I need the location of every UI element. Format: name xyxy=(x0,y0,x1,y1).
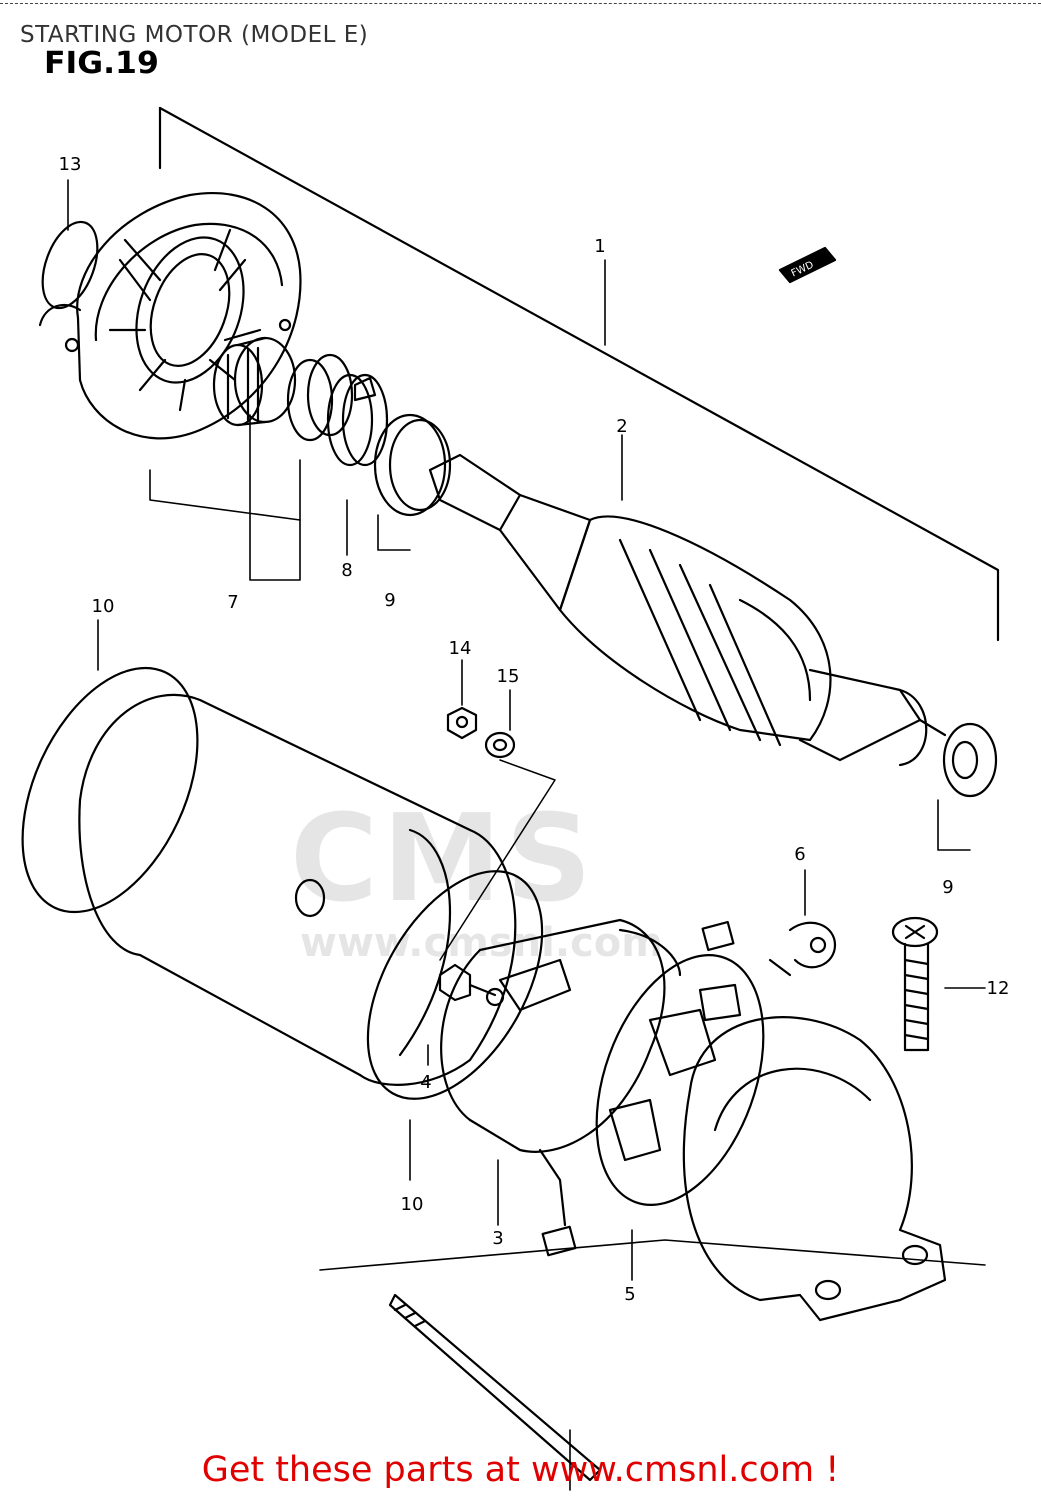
callout-2: 2 xyxy=(616,416,627,437)
washer-15 xyxy=(484,731,516,759)
motor-yoke xyxy=(78,693,517,1086)
callout-7: 7 xyxy=(227,592,238,613)
brush-holder-3 xyxy=(440,918,735,1257)
figure-number: FIG.19 xyxy=(44,46,159,81)
top-dashed-border xyxy=(0,3,1041,4)
through-bolt xyxy=(388,1293,602,1482)
o-ring-13 xyxy=(41,220,99,310)
callout-6: 6 xyxy=(794,844,805,865)
brush-spring-6 xyxy=(768,921,837,977)
shim-8 xyxy=(326,373,389,467)
callout-3: 3 xyxy=(492,1228,503,1249)
callout-labels: 1 2 3 4 5 6 7 8 9 9 10 10 12 13 14 15 xyxy=(59,154,1010,1305)
armature-assembly-bracket xyxy=(158,106,1000,642)
page-title: STARTING MOTOR (MODEL E) xyxy=(20,22,369,48)
bottom-bracket-line xyxy=(319,1239,986,1271)
callout-10-right: 10 xyxy=(401,1194,424,1215)
washer-9-rear xyxy=(942,722,998,798)
callout-4: 4 xyxy=(420,1072,431,1093)
callout-1: 1 xyxy=(594,236,605,257)
front-end-cover xyxy=(38,192,302,440)
callout-leaders xyxy=(67,179,986,1281)
watermark-url: www.cmsnl.com xyxy=(300,920,663,966)
callout-14: 14 xyxy=(449,638,472,659)
o-ring-10-left xyxy=(21,666,199,914)
callout-15: 15 xyxy=(497,666,520,687)
fwd-arrow-icon: FWD xyxy=(778,246,837,284)
bearing-7 xyxy=(212,336,297,427)
leader-line-15 xyxy=(439,759,556,961)
terminal-bolt-4 xyxy=(438,963,505,1007)
callout-9-rear: 9 xyxy=(942,877,953,898)
callout-5: 5 xyxy=(624,1284,635,1305)
callout-9-front: 9 xyxy=(384,590,395,611)
o-ring-10-right xyxy=(366,870,544,1100)
callout-10-left: 10 xyxy=(92,596,115,617)
callout-8: 8 xyxy=(341,560,352,581)
washer-9-front xyxy=(373,413,452,517)
armature-2 xyxy=(428,453,947,767)
brush-plate-5 xyxy=(595,954,765,1206)
callout-13: 13 xyxy=(59,154,82,175)
footer-link-text[interactable]: Get these parts at www.cmsnl.com ! xyxy=(201,1450,840,1490)
callout-12: 12 xyxy=(987,978,1010,999)
nut-14 xyxy=(446,706,478,740)
rear-end-cover xyxy=(682,1016,947,1322)
screw-12 xyxy=(891,916,939,1052)
